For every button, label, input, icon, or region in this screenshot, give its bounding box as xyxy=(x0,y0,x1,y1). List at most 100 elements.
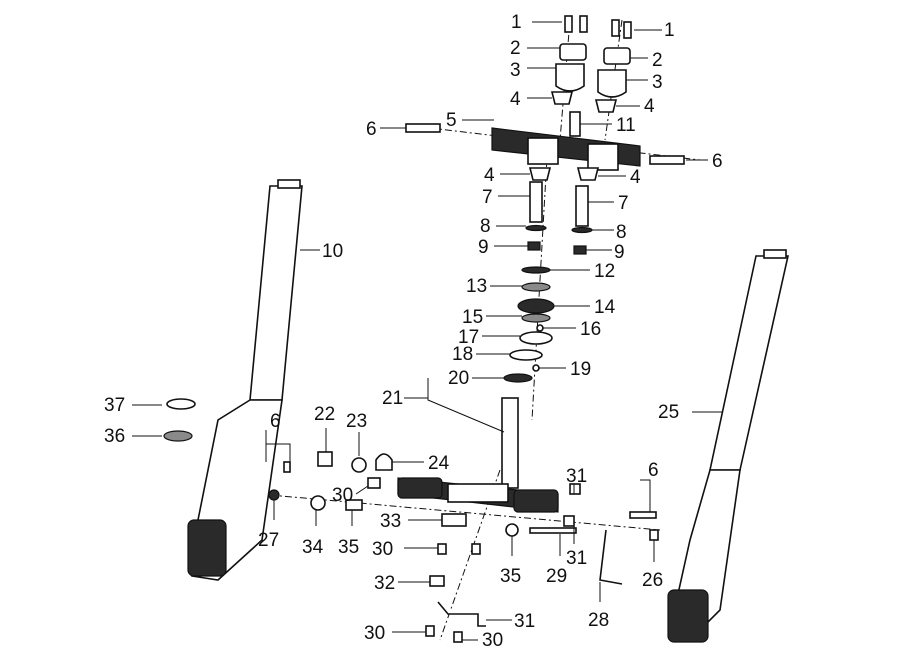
bolt-icon xyxy=(579,15,588,33)
bolt-icon xyxy=(629,511,657,519)
spacer-icon xyxy=(345,499,363,511)
bearing-race-icon xyxy=(519,331,553,345)
callout-8: 8 xyxy=(616,222,627,243)
callout-28: 28 xyxy=(588,610,609,631)
bar-tube-icon xyxy=(529,181,543,223)
bearing-icon xyxy=(509,349,543,361)
dust-seal-icon xyxy=(163,430,193,442)
steering-bearing-stack xyxy=(503,266,555,383)
bolt-icon xyxy=(425,625,435,637)
axle-axis-line xyxy=(269,494,661,531)
bushing-icon xyxy=(576,167,600,181)
bracket-plate-icon xyxy=(437,601,486,627)
callout-34: 33 xyxy=(380,511,401,532)
bolt-icon xyxy=(283,461,291,473)
bolt-icon xyxy=(649,529,659,541)
callout-20: 20 xyxy=(448,368,469,389)
callout-10: 10 xyxy=(322,241,343,262)
stem-bolt-icon xyxy=(569,111,581,137)
callout-19: 19 xyxy=(570,359,591,380)
caliper-mount-icon xyxy=(667,589,709,643)
bolt-icon xyxy=(453,631,463,643)
callout-26: 26 xyxy=(642,570,663,591)
callout-13: 13 xyxy=(466,276,487,297)
callout-21: 21 xyxy=(382,388,403,409)
bolt-icon xyxy=(564,15,573,33)
locknut-icon xyxy=(521,282,551,292)
callout-37: 36 xyxy=(104,426,125,447)
clamp-body-icon xyxy=(597,69,627,98)
bridge-boss-icon xyxy=(527,137,559,165)
bolt-icon xyxy=(437,543,447,555)
callout-2: 2 xyxy=(652,50,663,71)
callout-22: 22 xyxy=(314,404,335,425)
callout-31: 31 xyxy=(566,548,587,569)
callout-9: 9 xyxy=(614,242,625,263)
callout-3: 3 xyxy=(652,72,663,93)
bridge-end-icon xyxy=(397,477,443,499)
top-triple-clamp xyxy=(405,111,685,171)
callout-7: 7 xyxy=(482,187,493,208)
lower-brackets xyxy=(425,543,486,643)
callout-9: 9 xyxy=(478,237,489,258)
callout-30: 30 xyxy=(482,630,503,651)
fork-seal-icon xyxy=(166,398,196,410)
callout-labels: 1 1 2 2 3 3 4 4 4 4 5 6 6 6 6 7 7 8 8 9 … xyxy=(104,12,723,651)
handlebar-clamps xyxy=(550,43,631,113)
bridge-end-icon xyxy=(513,489,559,513)
callout-3: 3 xyxy=(510,60,521,81)
washer-icon xyxy=(525,224,547,232)
nut-icon xyxy=(268,489,280,501)
bushing-icon xyxy=(528,167,552,181)
bridge-boss-icon xyxy=(587,143,619,171)
fork-cap-icon xyxy=(763,249,787,259)
callout-18: 18 xyxy=(452,344,473,365)
callout-24: 24 xyxy=(428,453,450,474)
callout-35: 35 xyxy=(500,566,521,587)
clamp-cap-icon xyxy=(603,47,631,65)
left-hardware xyxy=(263,451,393,511)
callout-2: 2 xyxy=(510,38,521,59)
callout-12: 12 xyxy=(594,261,615,282)
washer-icon xyxy=(571,226,593,234)
o-ring-icon xyxy=(521,266,551,274)
right-hardware xyxy=(505,483,659,585)
callout-25: 25 xyxy=(658,402,679,423)
callout-36: 35 xyxy=(338,537,359,558)
collar-icon xyxy=(367,477,381,489)
callout-31: 31 xyxy=(566,466,587,487)
callout-29: 29 xyxy=(546,566,567,587)
callout-33: 32 xyxy=(374,573,395,594)
left-fork-leg xyxy=(187,179,303,581)
callout-6: 6 xyxy=(270,411,281,432)
lower-triple-clamp xyxy=(397,397,559,527)
bolt-icon xyxy=(623,21,632,39)
fork-cap-icon xyxy=(277,179,301,189)
callout-11: 11 xyxy=(616,115,636,136)
bridge-center-icon xyxy=(447,483,509,503)
leader-lines xyxy=(132,21,722,641)
hose-clamp-icon xyxy=(375,453,393,471)
axle-bolt-icon xyxy=(529,527,577,534)
clip-on-bars xyxy=(525,181,593,255)
clamp-cap-icon xyxy=(559,43,587,61)
spacer-icon xyxy=(317,451,333,467)
fork-tube-icon xyxy=(709,255,789,471)
callout-27: 27 xyxy=(258,530,279,551)
callout-6: 6 xyxy=(648,460,659,481)
stop-block-icon xyxy=(441,513,467,527)
stem-tube-icon xyxy=(501,397,519,489)
callout-16: 16 xyxy=(580,319,601,340)
lower-race-icon xyxy=(503,373,533,383)
dust-seal-icon xyxy=(517,298,555,314)
callout-4: 4 xyxy=(484,165,495,186)
callout-38: 37 xyxy=(104,395,125,416)
bushing-icon xyxy=(550,91,574,105)
callout-4: 4 xyxy=(510,89,521,110)
nut-icon xyxy=(505,523,519,537)
nut-icon xyxy=(351,457,367,473)
nut-icon xyxy=(527,241,541,251)
bolt-icon xyxy=(611,19,620,37)
bolt-icon xyxy=(471,543,481,555)
callout-4: 4 xyxy=(630,167,641,188)
